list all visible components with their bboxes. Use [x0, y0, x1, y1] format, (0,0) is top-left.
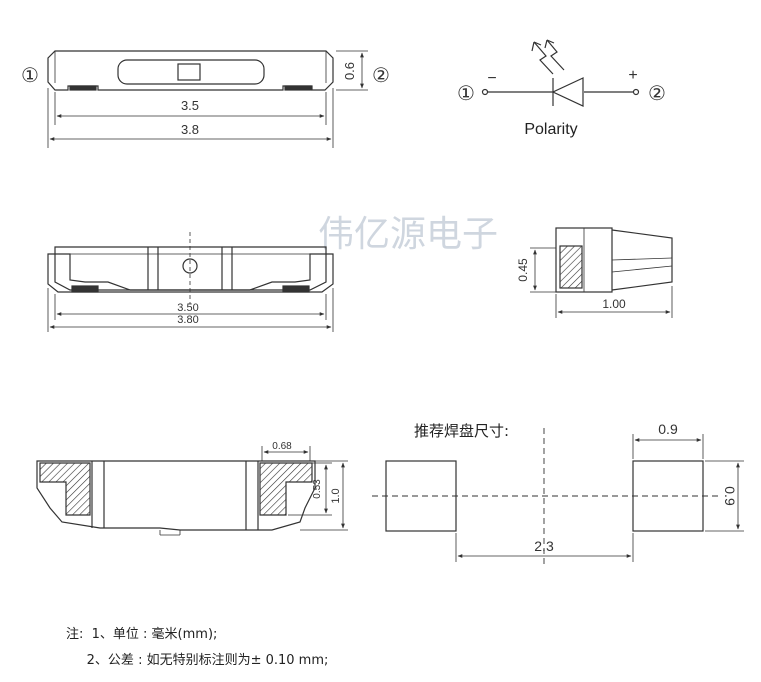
bottom-pad-width-label: 0.68: [272, 441, 292, 452]
polarity-symbol: [481, 39, 640, 107]
footprint-pitch-label: 2.3: [534, 538, 554, 554]
side-outer-width-label: 3.8: [181, 122, 199, 137]
side-pin-left: ①: [21, 65, 39, 87]
top-inner-width-label: 3.50: [177, 302, 198, 314]
notes: 注: 1、单位 : 毫米(mm); 2、公差 : 如无特别标注则为± 0.10 …: [66, 622, 328, 674]
side-pin-right: ②: [372, 65, 390, 87]
polarity-pin-right: ②: [648, 83, 666, 105]
polarity-minus: −: [487, 70, 496, 87]
footprint-pad-height-label: 0.9: [722, 486, 738, 506]
lens-outline: [117, 59, 265, 85]
side-inner-width-label: 3.5: [181, 98, 199, 113]
chip-marker: [177, 63, 201, 81]
watermark: 伟亿源电子: [318, 214, 498, 255]
bottom-pad-height-label: 0.53: [312, 479, 323, 499]
side-view: [47, 50, 368, 148]
end-width-label: 1.00: [602, 297, 626, 311]
note-units: 注: 1、单位 : 毫米(mm);: [66, 627, 218, 642]
end-height-label: 0.45: [516, 258, 530, 282]
polarity-plus: +: [628, 67, 637, 84]
bottom-total-height-label: 1.0: [330, 488, 342, 503]
note-tolerance: 2、公差 : 如无特别标注则为± 0.10 mm;: [66, 653, 329, 668]
top-view: [47, 232, 334, 332]
footprint-pad-width-label: 0.9: [658, 421, 678, 437]
footprint-title: 推荐焊盘尺寸:: [414, 422, 509, 440]
footprint: [372, 428, 744, 568]
polarity-pin-left: ①: [457, 83, 475, 105]
top-outer-width-label: 3.80: [177, 314, 198, 326]
cathode-mark: [182, 258, 198, 274]
polarity-caption: Polarity: [524, 121, 577, 138]
end-view: [530, 227, 673, 318]
side-height-label: 0.6: [342, 62, 357, 80]
bottom-view: [36, 446, 348, 536]
